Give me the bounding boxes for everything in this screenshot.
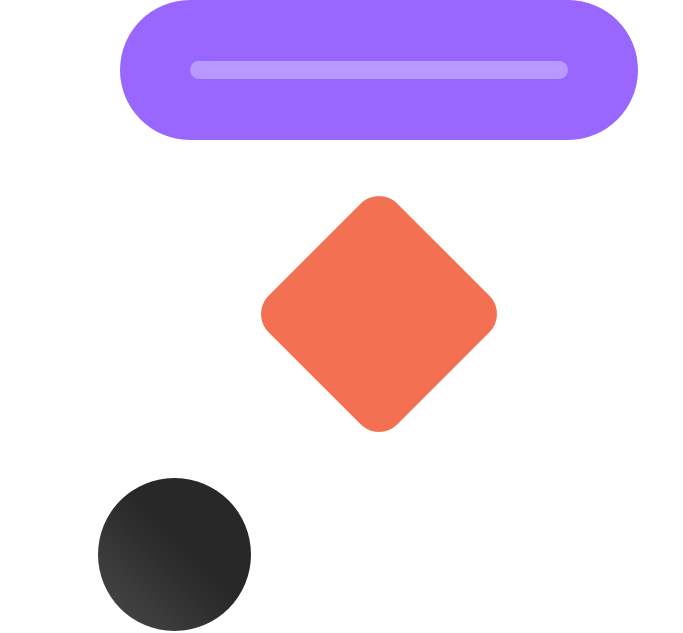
orange-diamond-shape [250,185,508,443]
dark-circle-shape [98,478,251,631]
pill-highlight-bar [190,61,568,79]
purple-pill-shape [120,0,638,140]
